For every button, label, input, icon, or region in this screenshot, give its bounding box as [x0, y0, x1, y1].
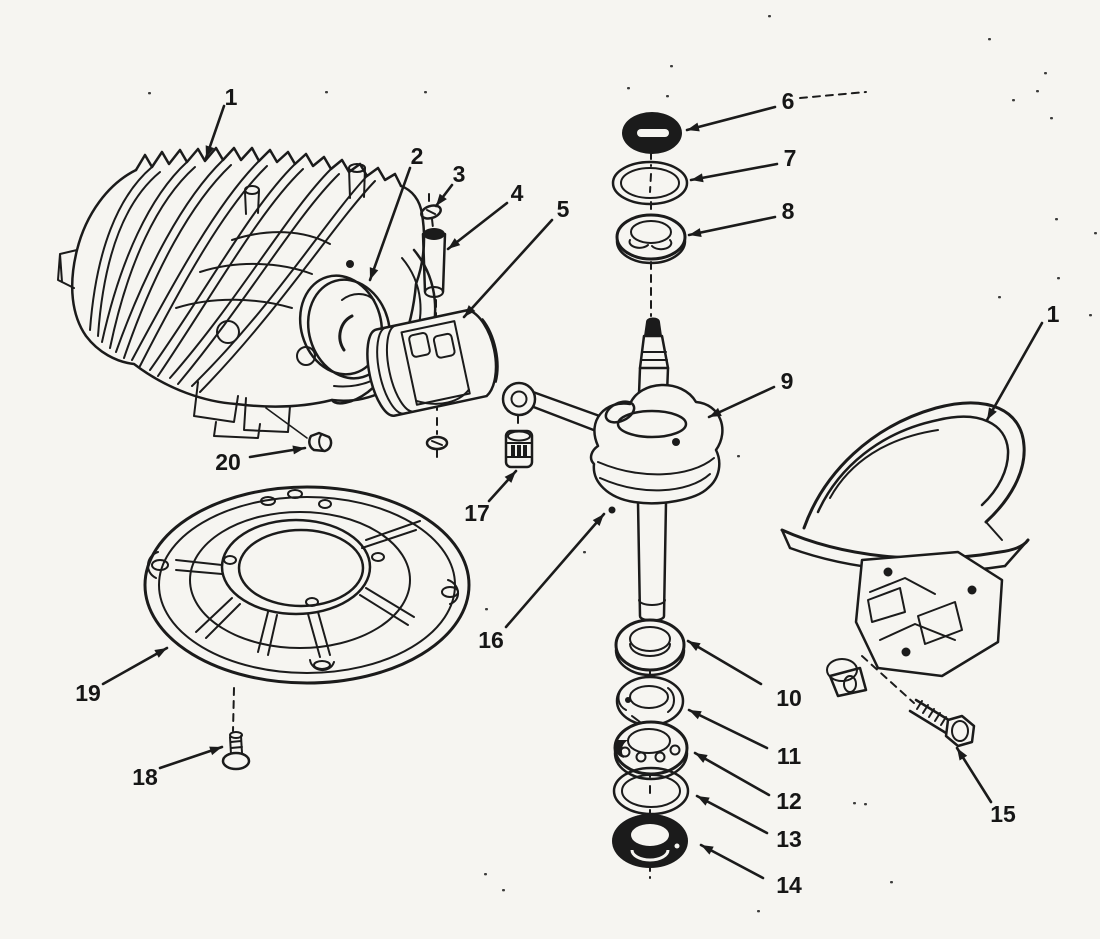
callout-10-bearing-race: 10	[686, 639, 802, 711]
callout-15-case-bolt: 15	[955, 746, 1016, 827]
case-bolt	[908, 698, 976, 748]
callout-11-bearing-retainer: 11	[687, 708, 802, 769]
callout-4-piston-pin: 4	[446, 180, 524, 251]
plate-screw	[221, 731, 251, 771]
callout-3-pin-retainer-clip: 3	[434, 161, 466, 208]
callout-12-lower-bearing: 12	[693, 751, 802, 814]
piston	[366, 308, 499, 417]
callout-number: 6	[782, 88, 795, 114]
upper-bearing	[615, 213, 687, 265]
callout-number: 2	[411, 143, 424, 169]
key-pin	[608, 506, 616, 514]
callout-16-key-pin: 16	[478, 512, 606, 653]
crankshaft	[589, 317, 724, 622]
callout-number: 7	[784, 145, 797, 171]
callout-number: 8	[782, 198, 795, 224]
callout-number: 19	[75, 680, 101, 706]
callout-number: 11	[777, 743, 802, 769]
callout-7-upper-o-ring: 7	[689, 145, 797, 183]
callout-number: 1	[1047, 301, 1060, 327]
callout-5-piston: 5	[462, 196, 570, 319]
connecting-rod	[501, 381, 610, 436]
callout-14-lower-seal: 14	[699, 843, 802, 898]
callout-6-upper-seal: 6	[685, 88, 795, 132]
callout-number: 14	[776, 872, 802, 898]
callout-number: 20	[215, 449, 241, 475]
callout-number: 16	[478, 627, 504, 653]
callout-18-plate-screw: 18	[132, 745, 224, 790]
pin-retainer-clip	[420, 204, 442, 220]
callout-20-dowel-plug: 20	[215, 445, 307, 475]
scan-noise	[148, 15, 1097, 913]
callout-1-crankcase-half: 1	[985, 301, 1060, 422]
callout-number: 12	[776, 788, 802, 814]
bearing-retainer	[615, 675, 685, 727]
callout-number: 3	[453, 161, 466, 187]
callout-number: 5	[557, 196, 570, 222]
callout-number: 18	[132, 764, 158, 790]
upper-o-ring	[611, 160, 689, 206]
retainer-clip-bottom	[425, 435, 449, 451]
callout-2-piston-ring-set: 2	[368, 143, 424, 282]
piston-pin	[421, 228, 447, 298]
callout-8-upper-bearing: 8	[687, 198, 795, 237]
upper-seal	[622, 112, 682, 154]
cylinder-block	[57, 146, 437, 439]
flywheel-plate	[143, 485, 471, 685]
callout-number: 13	[776, 826, 802, 852]
dowel-plug	[308, 431, 333, 453]
callout-number: 10	[776, 685, 802, 711]
callout-17-rod-bushing: 17	[464, 469, 518, 526]
lower-seal	[612, 814, 688, 868]
callout-number: 1	[225, 84, 238, 110]
callout-number: 17	[464, 500, 490, 526]
lower-o-ring	[612, 766, 690, 816]
callout-number: 15	[990, 801, 1016, 827]
callout-13-lower-o-ring: 13	[695, 794, 802, 852]
rod-bushing	[504, 429, 534, 469]
callout-number: 4	[511, 180, 524, 206]
callout-number: 9	[781, 368, 794, 394]
bearing-race	[614, 618, 686, 677]
lower-bearing	[613, 720, 689, 781]
crankcase-half	[780, 401, 1030, 698]
callout-19-flywheel-plate: 19	[75, 646, 169, 706]
callout-1-cylinder-block: 1	[204, 84, 238, 160]
callout-9-crankshaft: 9	[707, 368, 794, 419]
